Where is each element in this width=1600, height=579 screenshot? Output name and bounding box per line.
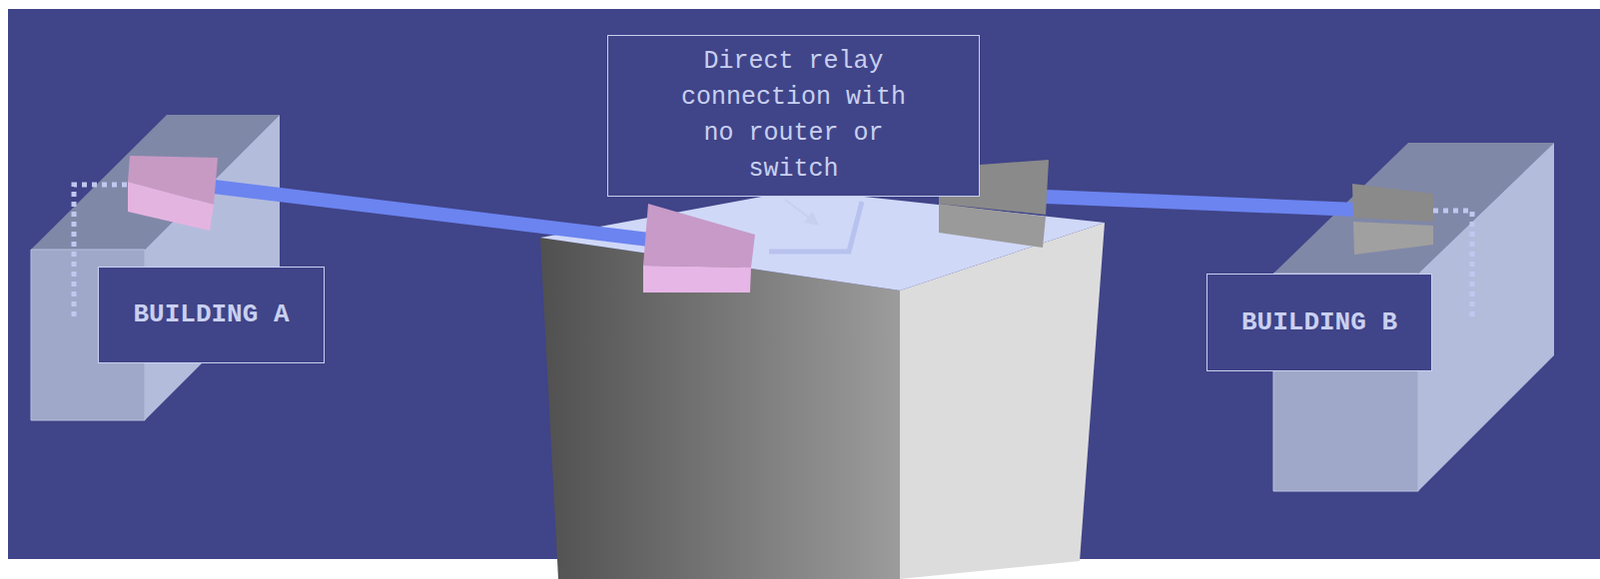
- leader-line: [785, 199, 817, 224]
- callout-box: Direct relay connection with no router o…: [607, 34, 980, 197]
- node-label: BUILDING B: [1224, 304, 1415, 342]
- building-label: BUILDING B: [1206, 273, 1433, 372]
- text-stack: Direct relay connection with no router o…: [669, 43, 919, 188]
- antenna: [127, 155, 218, 231]
- antenna: [643, 203, 756, 293]
- wireless-beam: [1045, 196, 1358, 210]
- building-label: BUILDING A: [97, 266, 325, 364]
- node-label: Direct relay connection with no router o…: [669, 43, 919, 188]
- cable-b: [1433, 210, 1473, 322]
- antenna: [1352, 183, 1434, 255]
- text-stack: BUILDING A: [116, 296, 307, 334]
- node-label: BUILDING A: [116, 296, 307, 334]
- text-stack: BUILDING B: [1224, 304, 1415, 342]
- wireless-beam: [213, 186, 650, 240]
- relay-tower: [540, 189, 1105, 579]
